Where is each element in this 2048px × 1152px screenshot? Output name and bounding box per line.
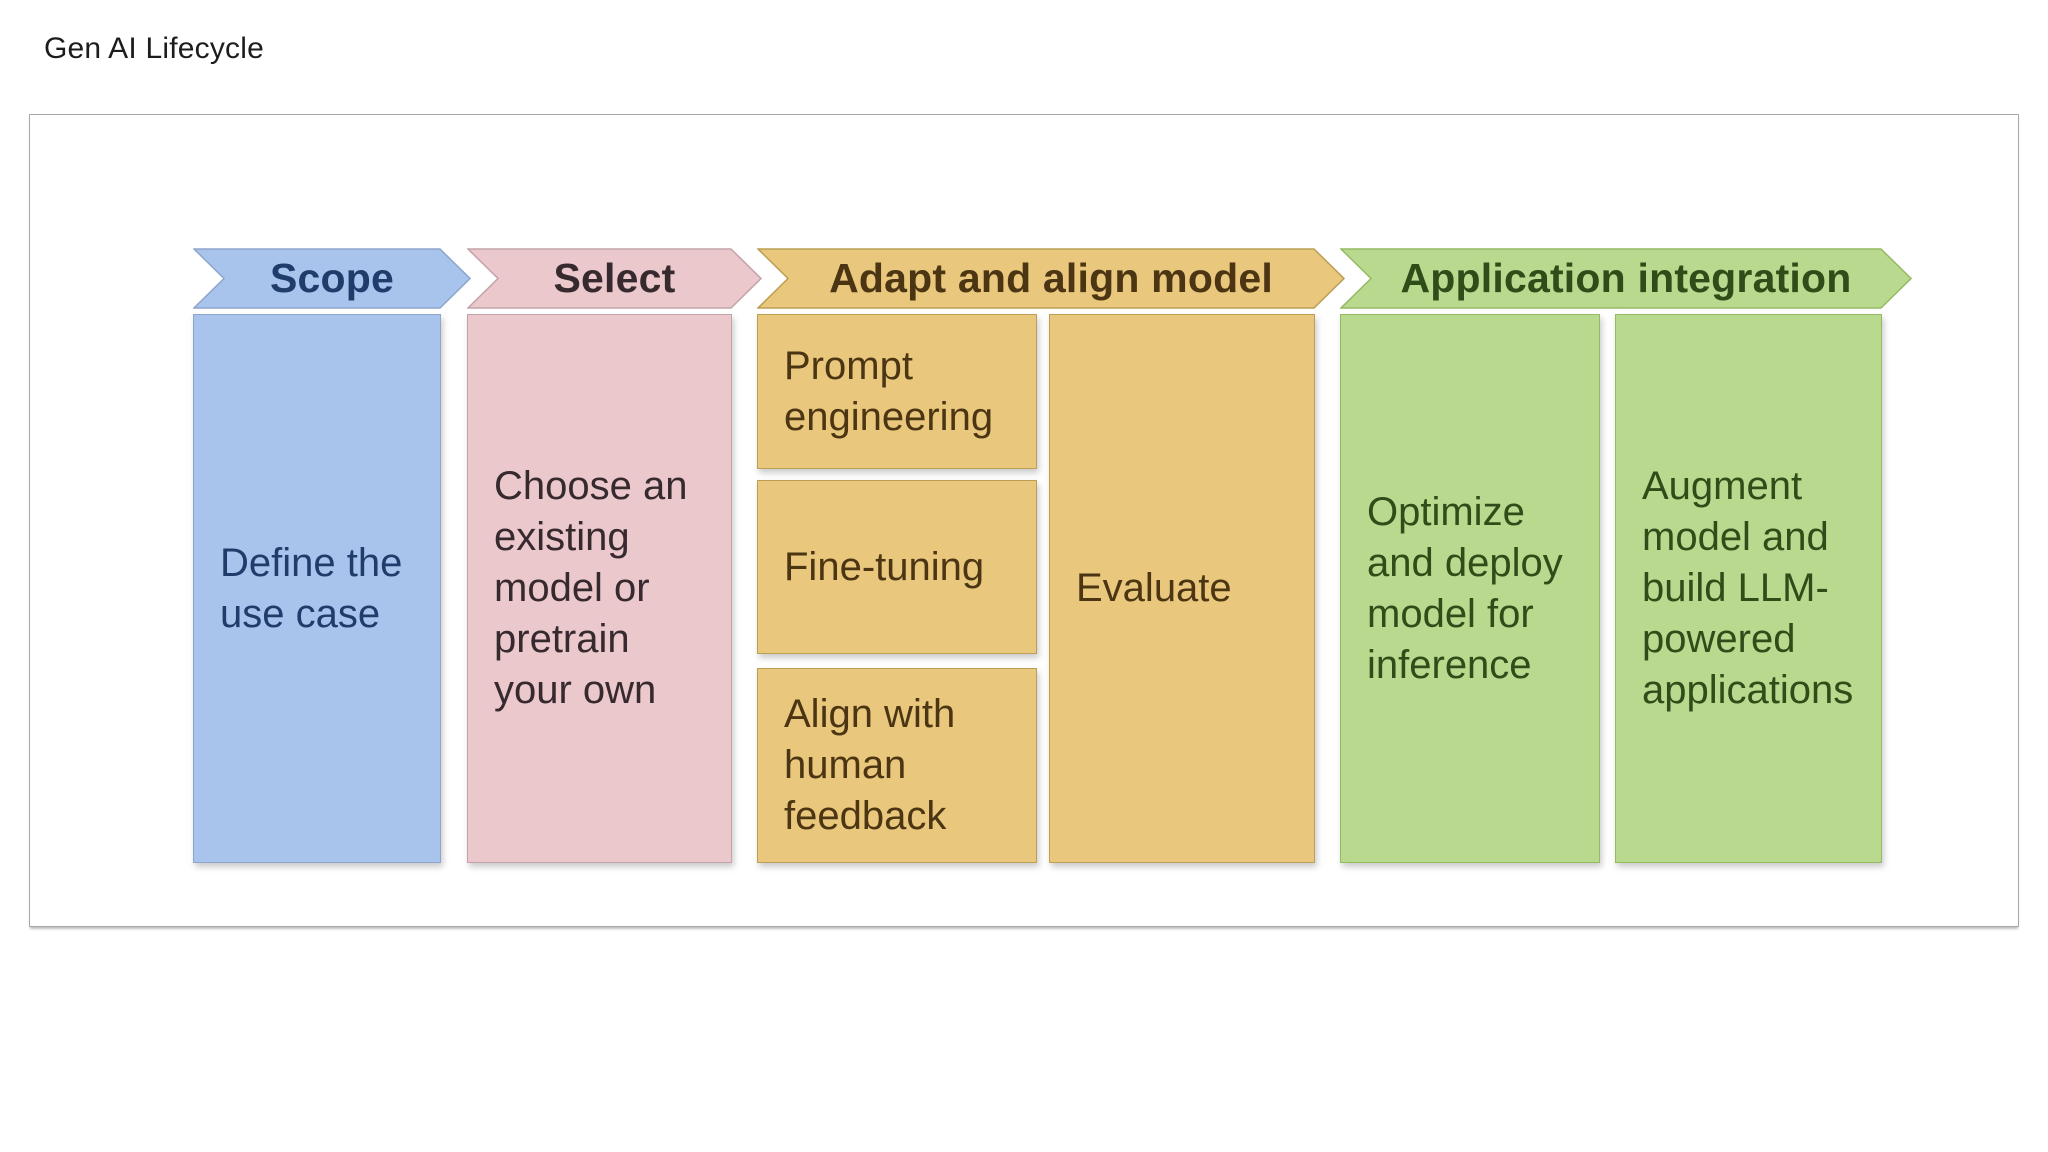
stage-label: Scope	[269, 255, 395, 301]
box-text: Fine-tuning	[784, 544, 985, 589]
box-text: Optimize and deploy model for inference	[1367, 489, 1563, 687]
box-align-human-feedback: Align with human feedback	[757, 668, 1037, 863]
chevron-banner-shape	[467, 248, 762, 309]
chevron-banner-shape	[193, 248, 471, 309]
stage-arrow-application-integration: Application integration	[1340, 248, 1912, 309]
box-text: Augment model and build LLM- powered app…	[1642, 464, 1854, 712]
stage-label: Application integration	[1400, 255, 1852, 301]
stage-arrow-scope: Scope	[193, 248, 471, 309]
box-choose-model: Choose an existing model or pretrain you…	[467, 314, 732, 863]
stage-arrow-adapt-align: Adapt and align model	[757, 248, 1345, 309]
box-augment-build-llm: Augment model and build LLM- powered app…	[1615, 314, 1882, 863]
box-define-use-case: Define the use case	[193, 314, 441, 863]
page-title: Gen AI Lifecycle	[44, 32, 264, 65]
box-text: Align with human feedback	[784, 692, 956, 838]
diagram-frame: Scope Select Adapt and align model Appli…	[29, 114, 2019, 927]
box-fine-tuning: Fine-tuning	[757, 480, 1037, 654]
chevron-banner-shape	[757, 248, 1345, 309]
stage-label: Adapt and align model	[829, 255, 1273, 301]
stage-label: Select	[553, 255, 676, 301]
box-text: Prompt engineering	[784, 343, 994, 439]
box-text: Choose an existing model or pretrain you…	[494, 464, 688, 712]
box-evaluate: Evaluate	[1049, 314, 1315, 863]
chevron-banner-shape	[1340, 248, 1912, 309]
stage-arrow-select: Select	[467, 248, 762, 309]
box-optimize-deploy: Optimize and deploy model for inference	[1340, 314, 1600, 863]
box-text: Evaluate	[1076, 566, 1232, 610]
box-prompt-engineering: Prompt engineering	[757, 314, 1037, 469]
box-text: Define the use case	[220, 540, 403, 636]
